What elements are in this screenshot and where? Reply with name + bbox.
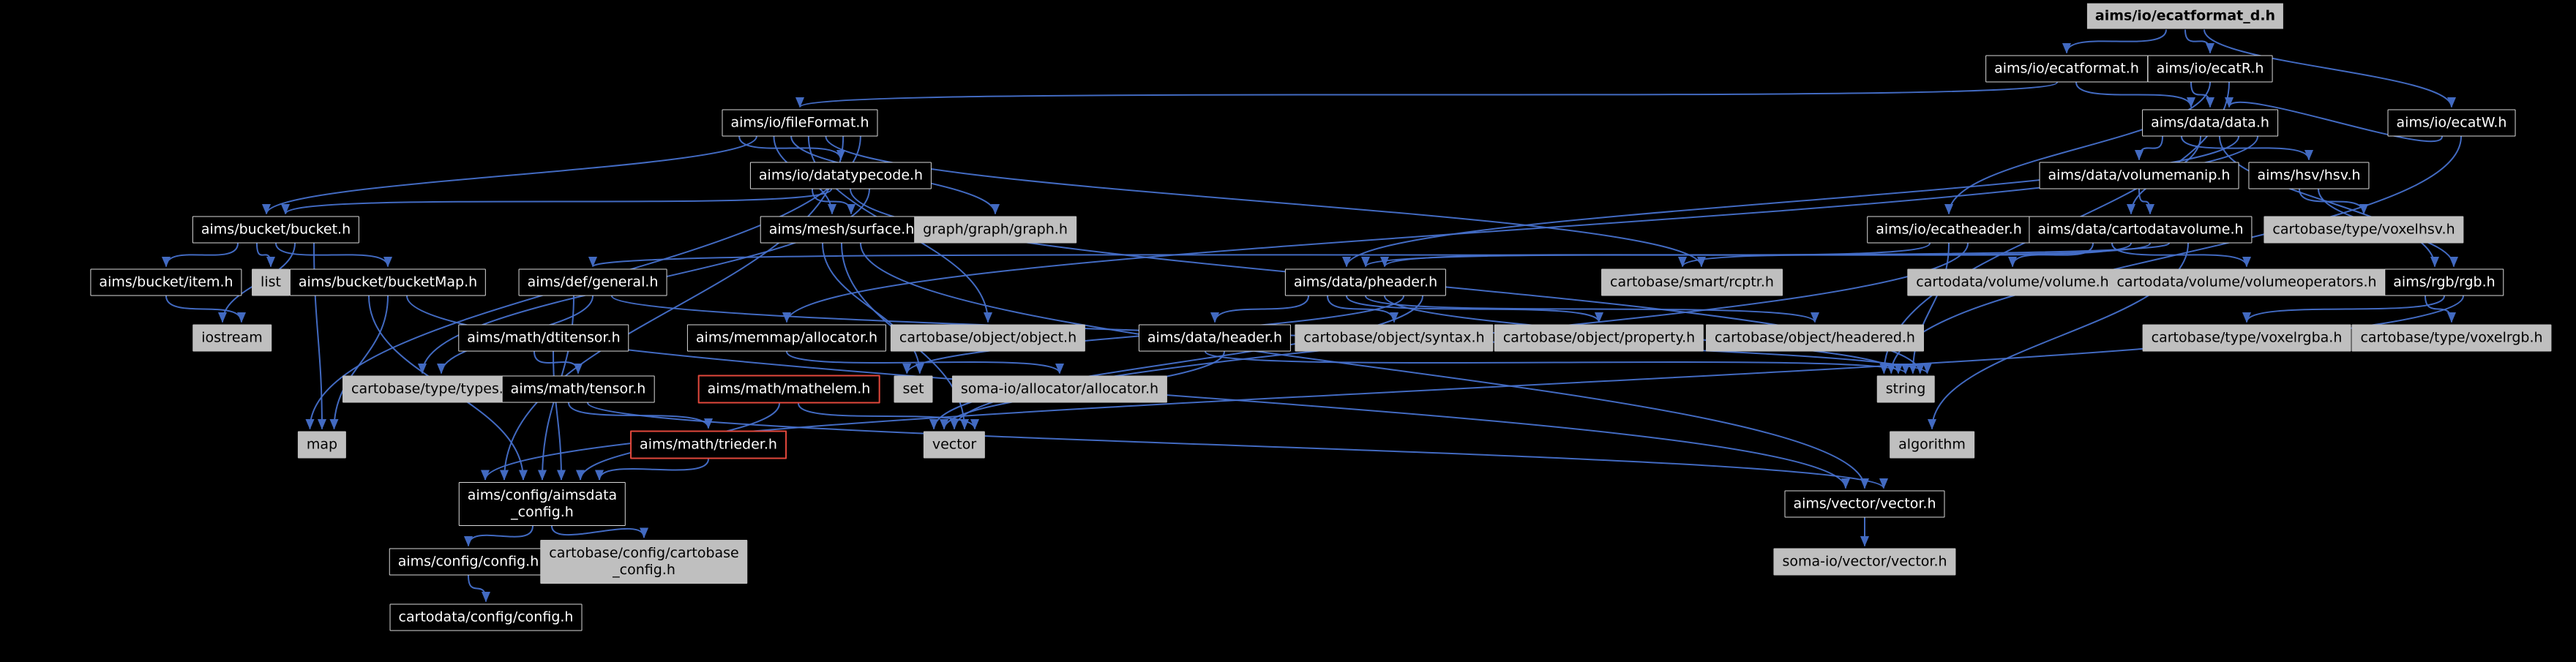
graph-node-pheader[interactable]: aims/data/pheader.h [1284, 268, 1447, 296]
include-edge-aimsconfig-to-cartodataconfig [468, 575, 491, 603]
graph-node-syntax[interactable]: cartobase/object/syntax.h [1295, 324, 1494, 352]
include-edge-bucket-to-bucketMap [275, 243, 393, 268]
include-edge-surface-to-aimsvector [860, 243, 1869, 489]
graph-node-rcptr[interactable]: cartobase/smart/rcptr.h [1601, 268, 1783, 296]
graph-node-fileFormat[interactable]: aims/io/fileFormat.h [722, 109, 878, 137]
include-edge-cartodatavolume-to-volumeops [2111, 243, 2252, 268]
include-edge-fileFormat-to-rcptr [825, 136, 1706, 268]
graph-node-ecatR[interactable]: aims/io/ecatR.h [2147, 55, 2273, 83]
graph-node-somavector[interactable]: soma-io/vector/vector.h [1773, 548, 1956, 576]
graph-node-voxelhsv[interactable]: cartobase/type/voxelhsv.h [2264, 216, 2464, 244]
graph-node-object[interactable]: cartobase/object/object.h [890, 324, 1086, 352]
include-edge-rgb-to-voxelrgb [2425, 296, 2457, 323]
graph-node-hsv[interactable]: aims/hsv/hsv.h [2248, 162, 2370, 189]
graph-node-ecatheader[interactable]: aims/io/ecatheader.h [1867, 216, 2031, 244]
graph-node-property[interactable]: cartobase/object/property.h [1494, 324, 1704, 352]
include-edge-ecatW-to-data [2225, 97, 2443, 143]
include-edge-ecatformat_d-to-ecatW [2204, 29, 2456, 108]
graph-node-voxelrgba[interactable]: cartobase/type/voxelrgba.h [2142, 324, 2351, 352]
include-edge-pheader-to-header [1210, 296, 1309, 323]
include-edge-dtitensor-to-tensor [533, 351, 583, 375]
include-edge-data-to-hsv [2181, 136, 2314, 161]
include-edge-fileFormat-to-bucket [262, 136, 757, 215]
graph-node-volumeops[interactable]: cartodata/volume/volumeoperators.h [2108, 268, 2386, 296]
graph-node-bucketMap[interactable]: aims/bucket/bucketMap.h [289, 268, 487, 296]
graph-node-graph[interactable]: graph/graph/graph.h [914, 216, 1077, 244]
graph-node-string[interactable]: string [1876, 375, 1935, 403]
include-edge-aimsconfig2-to-cartobaseconfig [551, 525, 649, 538]
include-edge-bucket-to-item [161, 243, 239, 268]
include-edge-mathelem-to-vector [798, 403, 979, 430]
graph-node-rgb[interactable]: aims/rgb/rgb.h [2384, 268, 2504, 296]
graph-node-bucket[interactable]: aims/bucket/bucket.h [192, 216, 360, 244]
include-edge-ecatheader-to-string [1908, 243, 1950, 375]
include-edge-data-to-volumemanip [2134, 136, 2163, 161]
graph-node-algorithm[interactable]: algorithm [1890, 431, 1974, 459]
graph-node-ecatformat[interactable]: aims/io/ecatformat.h [1985, 55, 2148, 83]
graph-node-set[interactable]: set [894, 375, 933, 403]
include-edge-memalloc-to-somaalloc [786, 351, 1064, 375]
graph-node-item[interactable]: aims/bucket/item.h [90, 268, 242, 296]
graph-node-header[interactable]: aims/data/header.h [1138, 324, 1292, 352]
graph-node-dtitensor[interactable]: aims/math/dtitensor.h [458, 324, 629, 352]
graph-node-voxelrgb[interactable]: cartobase/type/voxelrgb.h [2351, 324, 2552, 352]
include-edge-aimsconfig2-to-aimsconfig [463, 525, 533, 547]
graph-node-cartobaseconfig[interactable]: cartobase/config/cartobase _config.h [540, 540, 748, 584]
graph-node-cartodatavolume[interactable]: aims/data/cartodatavolume.h [2029, 216, 2253, 244]
include-edge-bucketMap-to-map [329, 296, 389, 430]
include-edge-cartodatavolume-to-general [588, 242, 2170, 268]
graph-node-cartodataconfig[interactable]: cartodata/config/config.h [389, 603, 583, 631]
include-edge-data-to-pheader [1342, 136, 2239, 268]
graph-node-list[interactable]: list [252, 268, 290, 296]
graph-node-ecatformat_d[interactable]: aims/io/ecatformat_d.h [2086, 2, 2285, 30]
include-edge-tensor-to-aimsvector [587, 402, 1888, 489]
include-edge-ecatformat_d-to-ecatR [2184, 29, 2215, 54]
graph-node-ecatW[interactable]: aims/io/ecatW.h [2387, 109, 2516, 137]
include-edge-ecatformat-to-data [2075, 82, 2196, 108]
graph-node-memalloc[interactable]: aims/memmap/allocator.h [686, 324, 887, 352]
include-edge-ecatheader-to-pheader [1380, 242, 1931, 268]
include-edge-hsv-to-voxelhsv [2299, 189, 2369, 215]
graph-node-general[interactable]: aims/def/general.h [518, 268, 667, 296]
include-edge-item-to-iostream [165, 296, 247, 323]
include-edge-fileFormat-to-datatypecode [738, 136, 846, 161]
include-edge-ecatR-to-ecatheader [1944, 82, 2211, 215]
include-edge-ecatformat_d-to-ecatformat [2062, 29, 2167, 54]
graph-node-volumemanip[interactable]: aims/data/volumemanip.h [2039, 162, 2239, 189]
graph-node-trieder[interactable]: aims/math/trieder.h [630, 430, 787, 459]
graph-node-data[interactable]: aims/data/data.h [2142, 109, 2278, 137]
include-edge-ecatformat-to-fileFormat [795, 81, 2058, 108]
graph-node-headered[interactable]: cartobase/object/headered.h [1706, 324, 1924, 352]
include-edge-cartodatavolume-to-volume [2007, 243, 2094, 268]
graph-node-map[interactable]: map [297, 431, 347, 459]
graph-node-aimsconfig[interactable]: aims/config/config.h [389, 548, 548, 576]
include-edge-datatypecode-to-bucket [281, 188, 832, 215]
include-edge-trieder-to-aimsconfig2 [594, 459, 709, 481]
include-edge-pheader-to-headered [1365, 296, 1819, 323]
graph-node-iostream[interactable]: iostream [192, 324, 272, 352]
graph-node-datatypecode[interactable]: aims/io/datatypecode.h [749, 162, 932, 189]
graph-node-aimsvector[interactable]: aims/vector/vector.h [1784, 490, 1945, 518]
include-edge-pheader-to-syntax [1327, 296, 1399, 323]
include-edge-bucket-to-list [256, 243, 276, 268]
graph-node-somaalloc[interactable]: soma-io/allocator/allocator.h [951, 375, 1168, 403]
graph-node-types[interactable]: cartobase/type/types.h [342, 375, 521, 403]
graph-node-aimsconfig2[interactable]: aims/config/aimsdata _config.h [458, 482, 626, 526]
graph-node-mathelem[interactable]: aims/math/mathelem.h [697, 375, 880, 404]
graph-node-volume[interactable]: cartodata/volume/volume.h [1907, 268, 2118, 296]
include-edge-rgb-to-voxelrgba [2242, 296, 2445, 323]
graph-node-surface[interactable]: aims/mesh/surface.h [760, 216, 924, 244]
include-edge-dtitensor-to-aimsconfig2 [553, 351, 566, 481]
include-edge-volumemanip-to-cartodatavolume [2138, 189, 2155, 215]
include-edge-ecatR-to-data [2190, 82, 2215, 108]
include-edge-pheader-to-property [1346, 296, 1603, 323]
graph-node-vector[interactable]: vector [923, 431, 986, 459]
graph-node-tensor[interactable]: aims/math/tensor.h [501, 375, 655, 403]
